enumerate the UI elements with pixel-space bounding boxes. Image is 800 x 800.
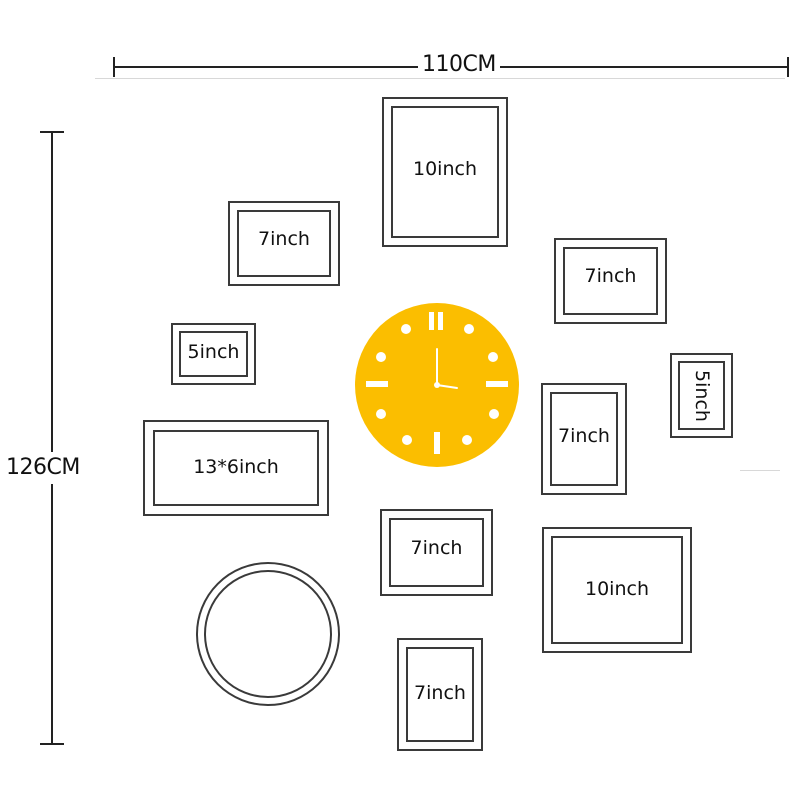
frame-13x6inch: 13*6inch [143, 420, 329, 516]
frame-label: 5inch [187, 341, 240, 363]
frame-label: 10inch [585, 578, 649, 600]
frame-7inch-upper-right: 7inch [554, 238, 667, 324]
clock-marker-5 [462, 435, 472, 445]
clock-center-pin [434, 382, 440, 388]
frame-label: 7inch [258, 227, 310, 250]
frame-10inch-top: 10inch [382, 97, 508, 247]
clock-hour-hand [436, 384, 458, 389]
frame-label: 13*6inch [193, 455, 279, 478]
clock-marker-3 [486, 381, 508, 387]
height-dimension-label: 126CM [4, 452, 82, 484]
frame-7inch-right: 7inch [541, 383, 627, 495]
clock-marker-12 [438, 312, 443, 330]
clock-hour-markers [366, 312, 508, 454]
clock-marker-2 [488, 352, 498, 362]
clock [355, 303, 519, 467]
frame-5inch-right: 5inch [670, 353, 733, 438]
guide-line-right [740, 470, 780, 471]
frame-label: 5inch [690, 369, 713, 422]
frame-7inch-center: 7inch [380, 509, 493, 596]
clock-marker-11 [401, 324, 411, 334]
clock-marker-12 [429, 312, 434, 330]
clock-marker-4 [489, 409, 499, 419]
frame-label: 7inch [414, 681, 466, 704]
frame-10inch-right: 10inch [542, 527, 692, 653]
clock-hands [436, 348, 458, 389]
frame-label: 7inch [584, 265, 637, 287]
frame-label: 10inch [413, 158, 477, 180]
width-dimension-label: 110CM [418, 53, 500, 77]
clock-marker-6 [434, 432, 440, 454]
round-frame [196, 562, 340, 706]
clock-marker-7 [402, 435, 412, 445]
frame-5inch-left: 5inch [171, 323, 256, 385]
frame-label: 7inch [558, 425, 610, 447]
clock-marker-8 [376, 409, 386, 419]
clock-marker-10 [376, 352, 386, 362]
guide-line-top [95, 78, 785, 79]
frame-7inch-bottom: 7inch [397, 638, 483, 751]
clock-marker-9 [366, 381, 388, 387]
frame-label: 7inch [410, 536, 463, 559]
clock-marker-1 [464, 324, 474, 334]
frame-7inch-upper-left: 7inch [228, 201, 340, 286]
